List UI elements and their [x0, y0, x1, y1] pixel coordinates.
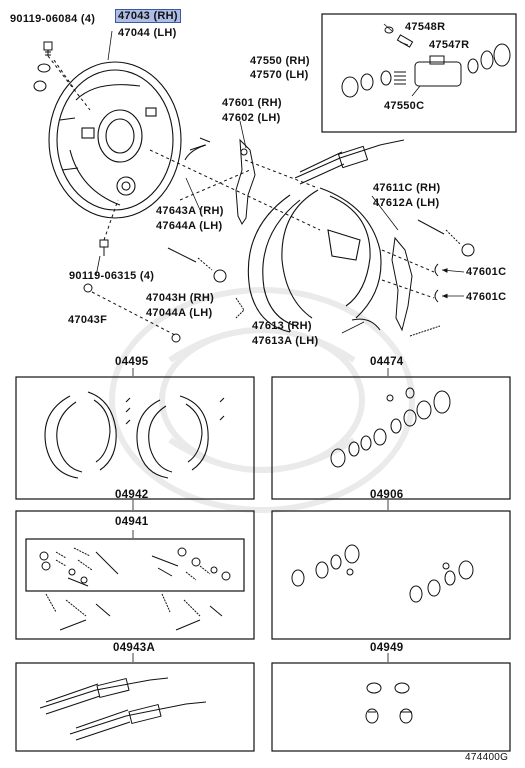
leader-lines	[95, 23, 465, 334]
label-47043f[interactable]: 47043F	[68, 314, 108, 326]
section-label-04942[interactable]: 04942	[115, 489, 149, 501]
cup-kit-04906-drawing[interactable]	[291, 544, 474, 603]
watermark-logo	[109, 287, 415, 513]
label-47601c-lower[interactable]: 47601C	[466, 291, 507, 303]
adjuster-47601[interactable]	[235, 138, 256, 225]
cylinder-kit-04474-drawing[interactable]	[330, 387, 451, 468]
label-47043-rh[interactable]: 47043 (RH)	[115, 9, 181, 23]
bolt-90119-06084[interactable]	[33, 41, 53, 92]
label-90119-06084[interactable]: 90119-06084 (4)	[10, 13, 96, 25]
section-label-04949[interactable]: 04949	[370, 642, 404, 654]
label-47601-rh[interactable]: 47601 (RH)	[222, 97, 282, 109]
backing-plate[interactable]	[48, 61, 182, 219]
label-47570-lh[interactable]: 47570 (LH)	[250, 69, 309, 81]
label-47602-lh[interactable]: 47602 (LH)	[222, 112, 281, 124]
wheel-cylinder-box	[321, 13, 517, 133]
label-47613a-lh[interactable]: 47613A (LH)	[252, 335, 319, 347]
label-47550c[interactable]: 47550C	[384, 100, 425, 112]
boot-kit-04949-drawing[interactable]	[365, 682, 413, 724]
label-47548r[interactable]: 47548R	[405, 21, 446, 33]
label-47547r[interactable]: 47547R	[429, 39, 470, 51]
section-label-04943a[interactable]: 04943A	[113, 642, 156, 654]
label-47612a-lh[interactable]: 47612A (LH)	[373, 197, 440, 209]
hold-down-pin[interactable]	[167, 219, 475, 283]
section-label-04474[interactable]: 04474	[370, 356, 404, 368]
adjuster-screw[interactable]	[294, 139, 405, 185]
plug-47043f[interactable]	[83, 283, 93, 293]
brake-shoe-47613[interactable]	[247, 189, 319, 333]
return-spring[interactable]	[235, 297, 441, 337]
label-47550-rh[interactable]: 47550 (RH)	[250, 55, 310, 67]
clip-47601c[interactable]	[434, 263, 439, 303]
label-47044-lh[interactable]: 47044 (LH)	[118, 27, 177, 39]
parking-lever-47601c[interactable]	[391, 236, 413, 332]
label-47044a-lh[interactable]: 47044A (LH)	[146, 307, 213, 319]
assembly-lines	[149, 149, 435, 299]
section-label-04906[interactable]: 04906	[370, 489, 404, 501]
shoe-kit-04495-drawing[interactable]	[44, 391, 225, 479]
label-47643a-rh[interactable]: 47643A (RH)	[156, 205, 224, 217]
plug-47043h[interactable]	[171, 333, 181, 343]
label-47644a-lh[interactable]: 47644A (LH)	[156, 220, 223, 232]
bolt-90119-06315[interactable]	[99, 239, 109, 256]
label-47601c-upper[interactable]: 47601C	[466, 266, 507, 278]
label-47613-rh[interactable]: 47613 (RH)	[252, 320, 312, 332]
section-label-04941[interactable]: 04941	[115, 516, 149, 528]
hardware-kit-04941-drawing[interactable]	[39, 547, 231, 631]
label-47611c-rh[interactable]: 47611C (RH)	[373, 182, 441, 194]
brake-shoe-47611c[interactable]	[319, 187, 382, 319]
adjuster-kit-04943a-drawing[interactable]	[39, 677, 207, 741]
label-90119-06315[interactable]: 90119-06315 (4)	[69, 270, 155, 282]
wheel-cylinder-47550[interactable]	[341, 43, 511, 98]
label-47043h-rh[interactable]: 47043H (RH)	[146, 292, 215, 304]
section-frames	[15, 376, 511, 752]
figure-code: 474400G	[465, 752, 509, 763]
section-label-04495[interactable]: 04495	[115, 356, 149, 368]
